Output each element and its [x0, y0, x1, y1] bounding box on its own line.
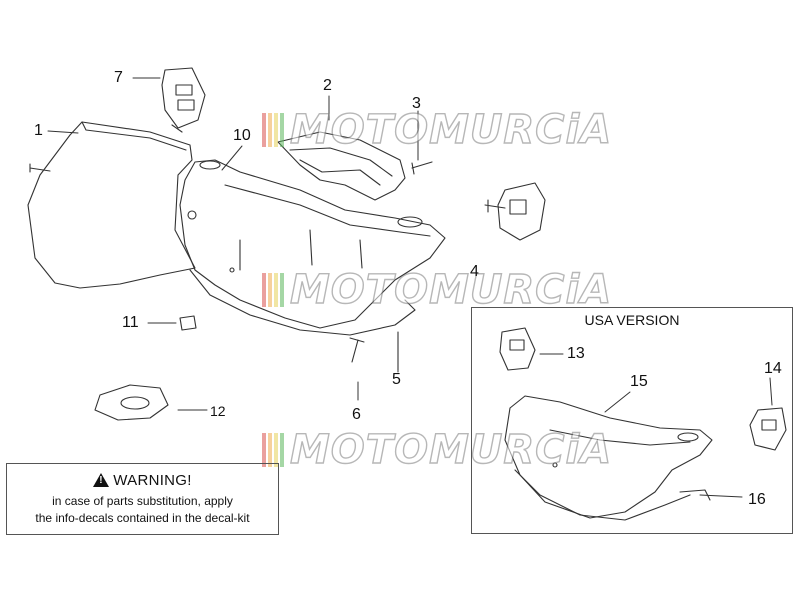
- part-7-clip: [161, 67, 206, 129]
- part-10-handlebar-cover: [179, 159, 446, 329]
- callout-14: 14: [764, 360, 782, 377]
- part-14-clip: [749, 407, 787, 451]
- part-10-mount-hole-right: [397, 216, 423, 228]
- warning-box: !WARNING! in case of parts substitution,…: [6, 463, 279, 535]
- part-10-inner-edge: [224, 184, 431, 237]
- part-6-screw: [349, 337, 365, 363]
- part-1-screw: [29, 163, 51, 173]
- usa-version-box: USA VERSION: [471, 307, 793, 534]
- part-cluster-switch: [497, 182, 546, 241]
- warning-line-1: in case of parts substitution, apply: [52, 494, 233, 508]
- callout-10: 10: [233, 127, 251, 144]
- part-10-mount-hole: [199, 160, 221, 170]
- watermark-stripes: [262, 273, 284, 307]
- part-1-windshield: [27, 121, 196, 289]
- callout-3: 3: [412, 95, 421, 112]
- callout-4: 4: [470, 263, 479, 280]
- part-16-edge: [679, 489, 711, 501]
- part-10-lower-rim: [189, 269, 416, 336]
- part-2-bracket-cover: [277, 131, 406, 201]
- callout-12: 12: [210, 403, 226, 419]
- usa-version-title: USA VERSION: [584, 312, 680, 328]
- part-3-screw: [411, 161, 433, 175]
- watermark-text: MOTOMURCiA: [289, 107, 613, 153]
- callout-1: 1: [34, 122, 43, 139]
- warning-line-2: the info-decals contained in the decal-k…: [35, 511, 250, 525]
- watermark-text: MOTOMURCiA: [289, 427, 613, 473]
- part-1-windshield-edge: [81, 121, 187, 151]
- callout-2: 2: [323, 77, 332, 94]
- callout-15: 15: [630, 373, 648, 390]
- callout-5: 5: [392, 371, 401, 388]
- part-12-plate: [94, 384, 169, 421]
- watermark: MOTOMURCiA: [262, 267, 613, 313]
- warning-heading: !WARNING!: [7, 471, 278, 489]
- watermark-stripes: [262, 433, 284, 467]
- part-13-clip: [499, 327, 536, 371]
- part-15-usa-cover: [504, 395, 713, 519]
- warning-title: WARNING!: [113, 472, 192, 489]
- watermark: MOTOMURCiA: [262, 427, 613, 473]
- callout-13: 13: [567, 345, 585, 362]
- callout-16: 16: [748, 491, 766, 508]
- watermark-stripes: [262, 113, 284, 147]
- callout-11: 11: [122, 314, 139, 331]
- callout-7: 7: [114, 69, 123, 86]
- watermark: MOTOMURCiA: [262, 107, 613, 153]
- part-11-grommet: [179, 315, 197, 331]
- callout-6: 6: [352, 406, 361, 423]
- watermark-text: MOTOMURCiA: [289, 267, 613, 313]
- warning-triangle-icon: !: [93, 473, 110, 487]
